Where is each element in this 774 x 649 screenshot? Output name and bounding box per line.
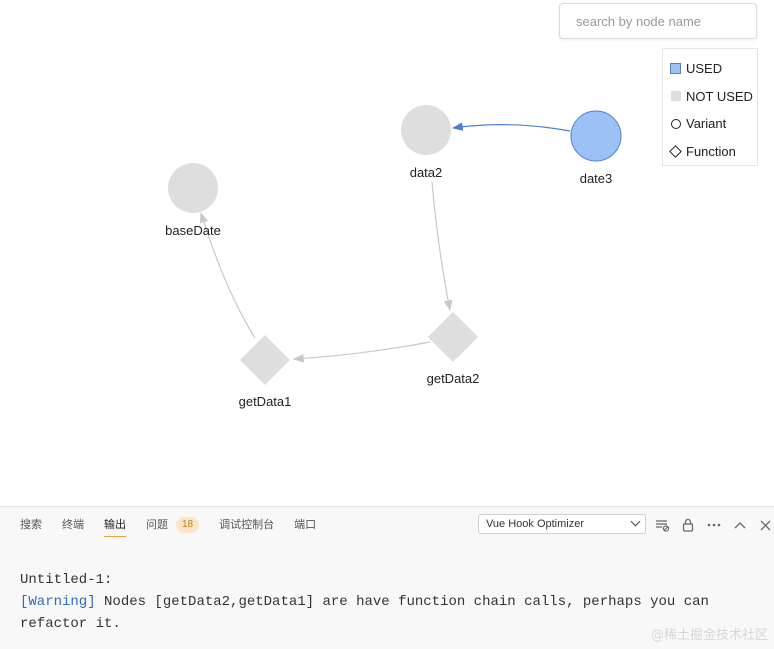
tab-debug-console[interactable]: 调试控制台 (219, 507, 274, 543)
lock-icon[interactable] (680, 517, 696, 533)
dependency-graph[interactable]: baseDate data2 date3 getData1 getData2 (0, 0, 774, 506)
output-channel-value: Vue Hook Optimizer (486, 518, 585, 530)
circle-outline-icon (670, 118, 681, 129)
tab-label: 终端 (62, 518, 84, 531)
legend-label: NOT USED (686, 88, 753, 104)
chevron-down-icon (630, 516, 641, 527)
bottom-panel: 搜索 终端 输出 问题 18 调试控制台 端口 Vue Hook Optimiz… (0, 506, 774, 649)
warning-tag: [Warning] (20, 594, 96, 610)
legend-item-variant: Variant (670, 110, 757, 138)
node-label-getData1: getData1 (239, 394, 292, 409)
tab-label: 端口 (294, 518, 317, 531)
output-channel-select[interactable]: Vue Hook Optimizer (478, 514, 646, 534)
panel-tabs: 搜索 终端 输出 问题 18 调试控制台 端口 (10, 507, 326, 543)
legend-label: USED (686, 61, 723, 77)
clear-output-icon[interactable] (654, 517, 670, 533)
edge-getData1-baseDate (199, 211, 256, 339)
node-label-data2: data2 (410, 165, 443, 180)
legend-item-used: USED (670, 55, 757, 83)
node-data2[interactable] (401, 105, 451, 155)
tab-terminal[interactable]: 终端 (62, 507, 84, 543)
tab-output[interactable]: 输出 (104, 507, 126, 543)
used-square-icon (670, 63, 681, 75)
tab-ports[interactable]: 端口 (294, 507, 316, 543)
tab-label: 搜索 (20, 518, 42, 531)
node-label-date3: date3 (580, 171, 613, 186)
graph-canvas[interactable]: baseDate data2 date3 getData1 getData2 U… (0, 0, 774, 506)
close-icon[interactable] (757, 517, 773, 533)
node-getData1[interactable] (240, 335, 290, 385)
tab-label: 输出 (104, 518, 126, 531)
legend-item-function: Function (669, 138, 757, 166)
search-input[interactable] (559, 3, 757, 39)
edge-date3-data2 (451, 122, 571, 132)
output-line-file: Untitled-1: (20, 572, 113, 588)
legend-label: Variant (686, 116, 727, 132)
legend-label: Function (686, 143, 736, 159)
legend-item-not-used: NOT USED (670, 83, 757, 111)
edge-data2-getData2 (431, 181, 453, 312)
node-baseDate[interactable] (168, 163, 218, 213)
tab-label: 问题 (146, 518, 168, 531)
watermark: @稀土掘金技术社区 (650, 628, 768, 643)
tab-label: 调试控制台 (219, 518, 275, 531)
notused-square-icon (670, 91, 681, 102)
output-text: Untitled-1: [Warning] Nodes [getData2,ge… (20, 569, 760, 635)
warning-message: Nodes [getData2,getData1] are have funct… (20, 594, 718, 632)
node-label-baseDate: baseDate (165, 223, 221, 238)
tab-search[interactable]: 搜索 (20, 507, 42, 543)
chevron-up-icon[interactable] (732, 517, 748, 533)
edge-getData2-getData1 (292, 341, 431, 363)
legend: USED NOT USED Variant Function (662, 48, 758, 166)
node-label-getData2: getData2 (427, 371, 480, 386)
node-getData2[interactable] (428, 312, 478, 362)
problems-count-badge: 18 (176, 517, 200, 533)
node-date3[interactable] (570, 110, 622, 162)
diamond-outline-icon (669, 144, 682, 158)
more-actions-icon[interactable] (706, 517, 722, 533)
tab-problems[interactable]: 问题 18 (146, 507, 200, 543)
